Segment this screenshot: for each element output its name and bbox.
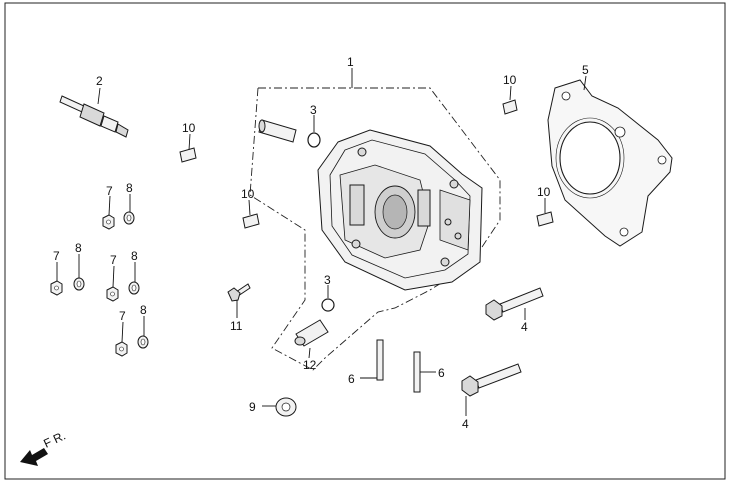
callout-4-lower: 4 <box>462 417 469 431</box>
callout-3-lower: 3 <box>324 273 331 287</box>
head-gasket <box>547 79 673 247</box>
stud-1 <box>376 339 384 381</box>
front-arrow-icon <box>20 448 48 466</box>
dowel-pin-1 <box>179 147 197 163</box>
stud-2 <box>413 351 421 393</box>
callout-4-upper: 4 <box>521 320 528 334</box>
callout-1: 1 <box>347 55 354 69</box>
dowel-pin-3 <box>502 99 518 115</box>
leader-lines <box>56 68 587 416</box>
callout-10-d: 10 <box>537 185 551 199</box>
callout-2: 2 <box>96 74 103 88</box>
callout-labels: 1 2 3 3 4 4 5 6 6 7 7 7 7 8 8 8 8 9 10 1… <box>53 55 589 431</box>
callout-8-d: 8 <box>140 303 147 317</box>
callout-8-c: 8 <box>131 249 138 263</box>
callout-7-d: 7 <box>119 309 126 323</box>
dowel-pin-4 <box>536 211 554 227</box>
callout-6-right: 6 <box>438 366 445 380</box>
spark-plug <box>59 95 129 138</box>
valve-guide-lower <box>294 319 329 347</box>
callout-9: 9 <box>249 400 256 414</box>
valve-guide-upper <box>258 119 297 143</box>
callout-10-c: 10 <box>503 73 517 87</box>
nut-1 <box>102 214 115 230</box>
nut-3 <box>106 286 119 302</box>
front-label: F R. <box>41 428 67 450</box>
cylinder-head <box>317 129 483 291</box>
callout-8-b: 8 <box>75 241 82 255</box>
washer-4 <box>137 335 149 349</box>
callout-5: 5 <box>582 63 589 77</box>
washer-1 <box>123 211 135 225</box>
callout-7-b: 7 <box>53 249 60 263</box>
small-bolt <box>227 283 251 302</box>
callout-6-left: 6 <box>348 372 355 386</box>
o-ring-upper <box>307 132 321 148</box>
callout-12: 12 <box>303 358 317 372</box>
nut-2 <box>50 280 63 296</box>
callout-10-b: 10 <box>241 187 255 201</box>
callout-3-upper: 3 <box>310 103 317 117</box>
long-bolt-upper <box>485 287 544 321</box>
callout-7-a: 7 <box>106 184 113 198</box>
callout-8-a: 8 <box>126 181 133 195</box>
diagram-frame <box>4 2 726 480</box>
assembly-boundary <box>249 87 501 371</box>
callout-7-c: 7 <box>110 253 117 267</box>
washer-2 <box>73 277 85 291</box>
callout-11: 11 <box>230 319 243 333</box>
large-washer <box>275 397 297 417</box>
o-ring-lower <box>321 298 335 312</box>
dowel-pin-2 <box>242 213 260 229</box>
long-bolt-lower <box>461 363 522 397</box>
nut-4 <box>115 341 128 357</box>
front-direction-indicator: F R. <box>20 428 68 466</box>
callout-10-a: 10 <box>182 121 196 135</box>
washer-3 <box>128 281 140 295</box>
